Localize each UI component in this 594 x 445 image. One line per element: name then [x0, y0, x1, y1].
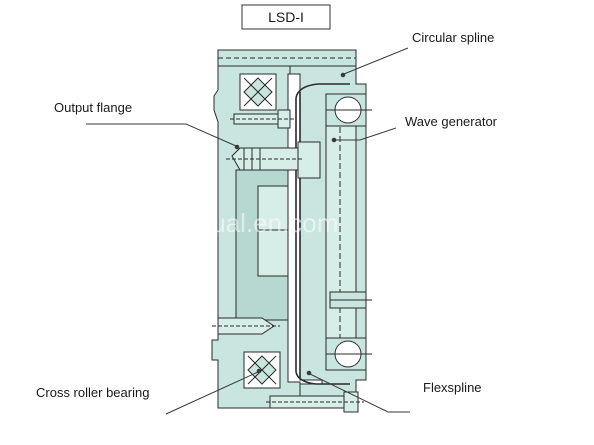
diagram-title: LSD-I: [268, 9, 304, 25]
bolt-top: [230, 109, 294, 129]
flexspline-wall: [295, 83, 350, 385]
label-flexspline: Flexspline: [423, 380, 482, 395]
hub-recess: [257, 185, 289, 277]
wave-generator-bearing-bottom: [325, 337, 372, 371]
label-output-flange: Output flange: [54, 100, 132, 115]
cross-roller-bearing-bottom: [243, 351, 281, 389]
wave-generator-plug: [325, 99, 357, 371]
label-wave-generator: Wave generator: [405, 114, 498, 129]
bolt-bottom: [266, 391, 364, 413]
bolt-lower: [212, 317, 280, 335]
watermark: laifual.en.com: [178, 208, 338, 238]
leader-lines: [86, 47, 410, 415]
cross-roller-bearing-top: [239, 73, 277, 111]
wave-generator-bearing-top: [325, 93, 372, 127]
title-box: LSD-I: [241, 4, 331, 30]
label-circular-spline: Circular spline: [412, 30, 494, 45]
label-cross-roller-bearing: Cross roller bearing: [36, 385, 149, 400]
bolt-middle: [226, 141, 321, 179]
cross-section: [211, 49, 372, 413]
